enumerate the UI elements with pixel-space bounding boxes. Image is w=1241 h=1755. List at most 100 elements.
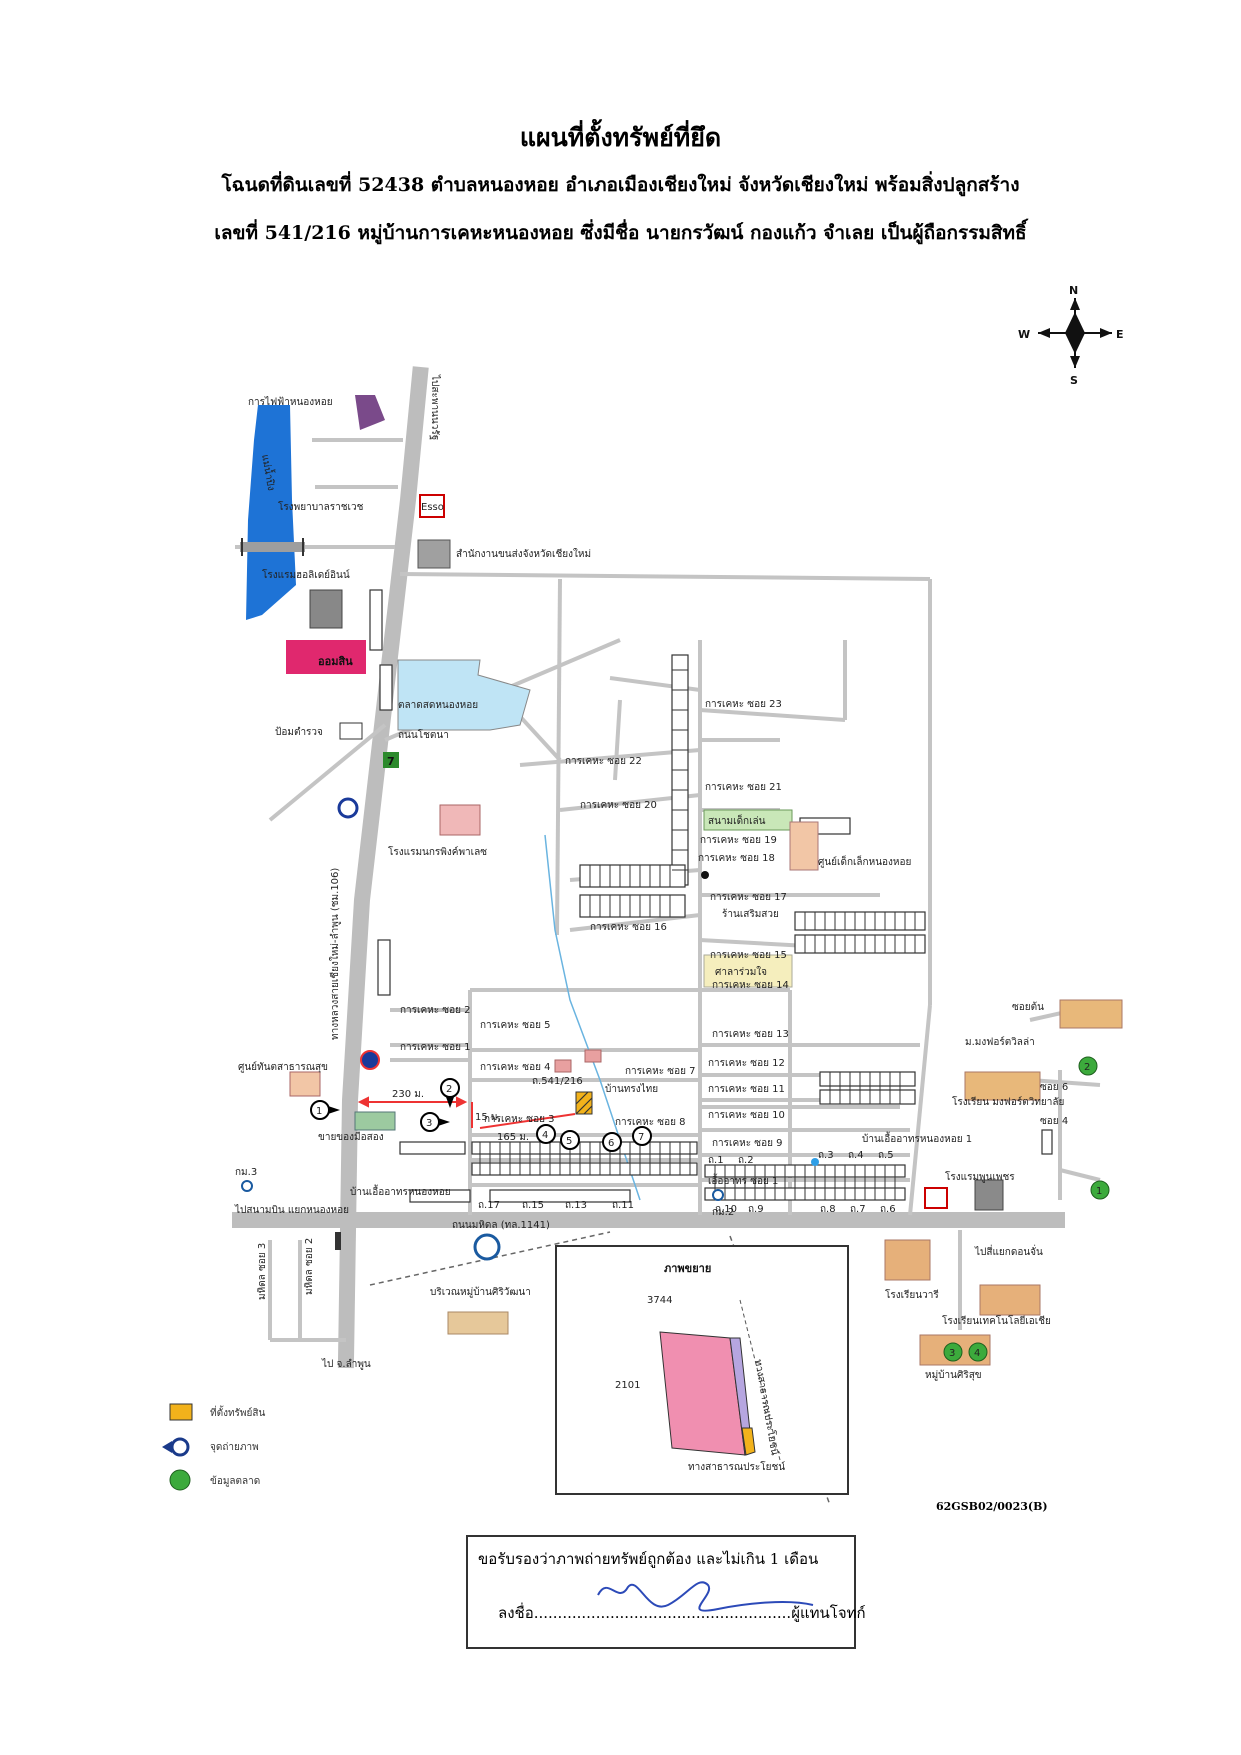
- label-soi5: การเคหะ ซอย 5: [480, 1020, 550, 1031]
- label-soi1: การเคหะ ซอย 1: [400, 1042, 470, 1053]
- songthai-house-2-icon: [584, 1049, 602, 1063]
- photo-point-1: 1: [310, 1100, 340, 1120]
- school-tech-icon: [979, 1284, 1041, 1316]
- legend-market-data-icon: [169, 1469, 191, 1491]
- soi-ton-village-icon: [1059, 999, 1123, 1029]
- label-to-lamphun: ไป จ.ลำพูน: [321, 1358, 371, 1370]
- label-electric: การไฟฟ้าหนองหอย: [248, 396, 333, 408]
- legend: ที่ตั้งทรัพย์สิน จุดถ่ายภาพ ข้อมูลตลาด: [162, 1403, 265, 1491]
- playground-area: [703, 809, 793, 831]
- label-to-saphan: ไปสะพานนวรัฐ: [429, 374, 441, 440]
- compass-e: E: [1116, 328, 1124, 341]
- photo-point-2: 2: [440, 1078, 460, 1108]
- esso-station-2-icon: [924, 1187, 948, 1209]
- label-soi18: การเคหะ ซอย 18: [698, 853, 775, 864]
- svg-text:3: 3: [426, 1118, 432, 1129]
- label-ban-uea-small: เอื้ออาทร ซอย 1: [708, 1173, 778, 1187]
- label-lot-17: ถ.17: [478, 1200, 500, 1211]
- label-mahidol-soi3: มหิดล ซอย 3: [257, 1243, 268, 1300]
- label-beauty: ร้านเสริมสวย: [722, 908, 779, 920]
- siriwattana-icon: [447, 1311, 509, 1335]
- inset-3744: 3744: [647, 1295, 672, 1306]
- hotel-kris-icon: [439, 804, 481, 836]
- svg-text:6: 6: [608, 1138, 614, 1149]
- bank-logo-icon: [473, 1233, 501, 1261]
- svg-text:4: 4: [974, 1348, 980, 1359]
- compass-rose-icon: N S E W: [1018, 284, 1124, 387]
- svg-text:4: 4: [542, 1130, 548, 1141]
- label-lot-6: ถ.6: [880, 1204, 896, 1215]
- map-title: แผนที่ตั้งทรัพย์ที่ยึด: [519, 123, 722, 152]
- label-soi11: การเคหะ ซอย 11: [708, 1084, 785, 1095]
- label-soi23: การเคหะ ซอย 23: [705, 699, 782, 710]
- label-montfort-villa: ม.มงฟอร์ตวิลล่า: [965, 1036, 1035, 1048]
- photo-point-7: 7: [632, 1126, 652, 1146]
- label-km3: กม.3: [235, 1167, 257, 1178]
- label-soi21: การเคหะ ซอย 21: [705, 782, 782, 793]
- distance-230m: 230 ม.: [392, 1089, 424, 1100]
- compass-w: W: [1018, 328, 1030, 341]
- certification-box: ขอรับรองว่าภาพถ่ายทรัพย์ถูกต้อง และไม่เก…: [466, 1535, 866, 1649]
- legend-photo-point-icon: [162, 1437, 190, 1457]
- photo-point-6: 6: [602, 1132, 622, 1152]
- label-mahidol-rd: ถนนมหิดล (ทล.1141): [452, 1220, 550, 1231]
- legend-photo-point: จุดถ่ายภาพ: [210, 1442, 259, 1453]
- label-soi4: การเคหะ ซอย 4: [480, 1062, 550, 1073]
- photo-point-3: 3: [420, 1112, 450, 1132]
- gsb-label: ออมสิน: [318, 655, 353, 668]
- svg-text:3: 3: [949, 1348, 955, 1359]
- label-soi16: การเคหะ ซอย 16: [590, 922, 667, 933]
- transport-office-icon: [417, 539, 451, 569]
- seven-label: 7: [387, 755, 395, 768]
- label-lot-7: ถ.7: [850, 1204, 866, 1215]
- svg-text:1: 1: [1096, 1186, 1102, 1197]
- label-km2: กม.2: [712, 1207, 734, 1218]
- label-chotana: ถนนโชตนา: [398, 728, 449, 741]
- inset-title: ภาพขยาย: [664, 1262, 711, 1275]
- hotel-poonpetch-icon: [974, 1179, 1004, 1211]
- label-to-airport: ไปสนามบิน แยกหนองหอย: [234, 1204, 349, 1216]
- traffic-light-icon: [335, 1232, 341, 1250]
- seven-eleven-icon: [383, 752, 399, 768]
- label-soi15: การเคหะ ซอย 15: [710, 950, 787, 961]
- label-soi19: การเคหะ ซอย 19: [700, 835, 777, 846]
- label-holiday-inn: โรงแรมฮอลิเดย์อินน์: [262, 568, 350, 581]
- label-playground: สนามเด็กเล่น: [708, 813, 766, 827]
- label-school-tech: โรงเรียนเทคโนโลยีเอเชีย: [942, 1314, 1051, 1327]
- label-lot-11: ถ.11: [612, 1200, 634, 1211]
- gas-station-icon: [360, 1050, 380, 1070]
- junction-dot-icon: [701, 871, 709, 879]
- school-varee-icon: [884, 1239, 931, 1281]
- svg-text:2: 2: [1084, 1062, 1090, 1073]
- police-box-icon: [339, 722, 363, 740]
- deed-description-line-1: โฉนดที่ดินเลขที่ 52438 ตำบลหนองหอย อำเภอ…: [221, 174, 1020, 196]
- label-highway-106: ทางหลวงสายเชียงใหม่-ลำพูน (ชม.106): [329, 868, 341, 1040]
- label-soi14: การเคหะ ซอย 14: [712, 980, 789, 991]
- photo-point-5: 5: [560, 1130, 580, 1150]
- label-soi-ton: ซอยต้น: [1012, 1001, 1044, 1013]
- inset-public-road-horizontal: ทางสาธารณประโยชน์: [688, 1460, 785, 1473]
- songthai-house-icon: [554, 1059, 572, 1073]
- gsb-bank-logo: [286, 640, 366, 674]
- legend-property-swatch: [169, 1403, 193, 1421]
- child-center-area: [789, 821, 819, 871]
- market-data-1: 1: [1090, 1180, 1110, 1200]
- label-soi3: การเคหะ ซอย 3: [484, 1114, 554, 1125]
- signature-row: ลงชื่อ..................................…: [498, 1601, 866, 1625]
- property-hatch: [575, 1091, 593, 1115]
- label-lot-8: ถ.8: [820, 1204, 836, 1215]
- label-school-varee: โรงเรียนวารี: [885, 1288, 939, 1301]
- market-data-points: 1 2 3 4: [943, 1056, 1110, 1362]
- label-soi10: การเคหะ ซอย 10: [708, 1110, 785, 1121]
- label-soi17: การเคหะ ซอย 17: [710, 892, 787, 903]
- used-cars-icon: [354, 1111, 396, 1131]
- label-hospital: โรงพยาบาลราชเวช: [278, 500, 364, 513]
- label-police: ป้อมตำรวจ: [275, 726, 323, 738]
- photo-points: 1 2 3 4 5 6 7: [310, 1078, 652, 1152]
- sala-area: [703, 954, 793, 988]
- label-lot-13: ถ.13: [565, 1200, 587, 1211]
- compass-n: N: [1069, 284, 1078, 297]
- svg-text:1: 1: [316, 1106, 322, 1117]
- distance-arrows: [357, 1096, 576, 1129]
- label-child-center: ศูนย์เด็กเล็กหนองหอย: [818, 854, 911, 868]
